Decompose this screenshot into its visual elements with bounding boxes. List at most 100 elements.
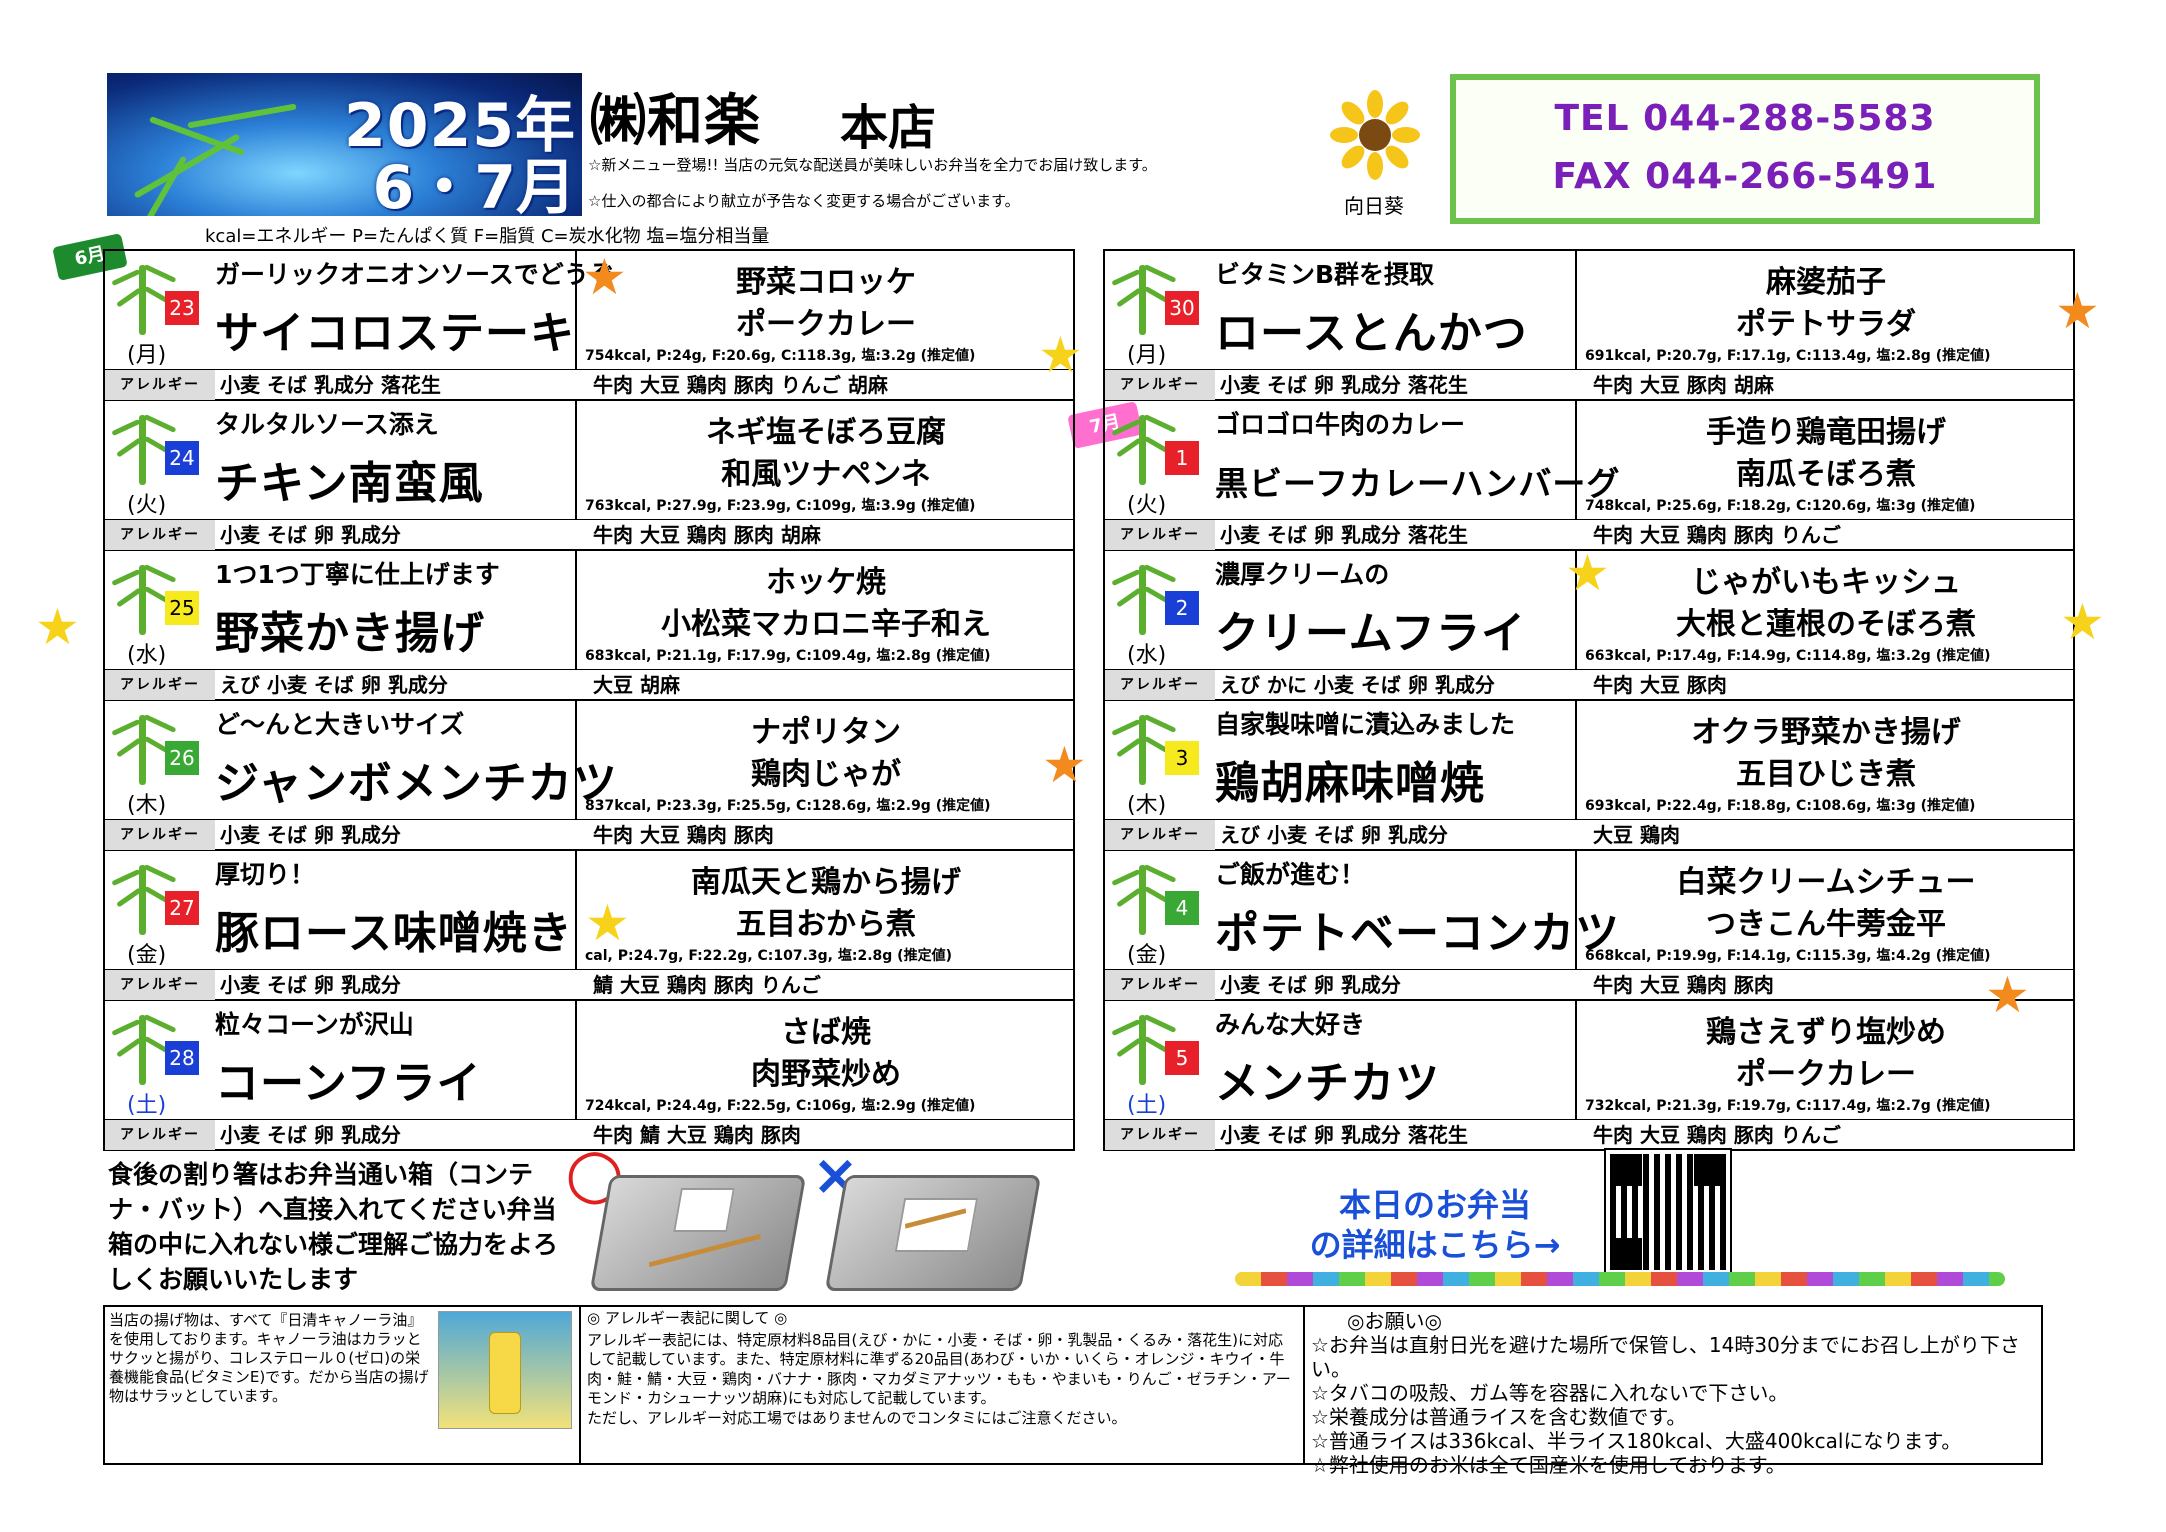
weekday: (火) <box>1127 493 1167 518</box>
request-item: ☆タバコの吸殻、ガム等を容器に入れないで下さい。 <box>1311 1381 1789 1405</box>
allergy-side: 牛肉 大豆 鶏肉 豚肉 胡麻 <box>593 523 821 547</box>
nutrition-info: 748kcal, P:25.6g, F:18.2g, C:120.6g, 塩:3… <box>1585 498 1976 514</box>
allergy-info-text: アレルギー表記には、特定原材料8品目(えび・かに・小麦・そば・卵・乳製品・くるみ… <box>587 1330 1291 1408</box>
allergy-label: アレルギー <box>1105 970 1215 1000</box>
request-item: ☆お弁当は直射日光を避けた場所で保管し、14時30分までにお召し上がり下さい。 <box>1311 1333 2020 1381</box>
nutrition-info: 763kcal, P:27.9g, F:23.9g, C:109g, 塩:3.9… <box>585 498 976 514</box>
tel-number[interactable]: TEL 044-288-5583 <box>1554 98 1936 139</box>
nutrition-info: cal, P:24.7g, F:22.2g, C:107.3g, 塩:2.8g … <box>585 948 952 964</box>
bamboo-icon <box>111 405 183 485</box>
dish-caption: みんな大好き <box>1215 1010 1366 1039</box>
main-dish: メンチカツ <box>1215 1058 1440 1109</box>
dish-caption: 厚切り！ <box>215 860 316 889</box>
weekday: (火) <box>127 493 167 518</box>
allergy-label: アレルギー <box>1105 670 1215 700</box>
nutrition-info: 663kcal, P:17.4g, F:14.9g, C:114.8g, 塩:3… <box>1585 648 1991 664</box>
date-number: 24 <box>165 441 199 475</box>
qr-code[interactable] <box>1604 1148 1732 1276</box>
side-dish-2: 鶏肉じゃが <box>751 757 901 792</box>
menu-table-july: 30 (月) ビタミンB群を摂取 ロースとんかつ 麻婆茄子 ポテトサラダ 691… <box>1103 249 2075 1151</box>
allergy-label: アレルギー <box>105 820 215 850</box>
dish-caption: ガーリックオニオンソースでどうぞ <box>215 260 614 289</box>
nutrition-info: 732kcal, P:21.3g, F:19.7g, C:117.4g, 塩:2… <box>1585 1098 1991 1114</box>
allergy-label: アレルギー <box>1105 820 1215 850</box>
main-dish: 黒ビーフカレーハンバーグ <box>1215 464 1621 503</box>
weekday: (月) <box>127 343 167 368</box>
bamboo-icon <box>111 705 183 785</box>
allergy-side: 牛肉 大豆 鶏肉 豚肉 <box>1593 973 1774 997</box>
day-row: 2 (水) 濃厚クリームの クリームフライ じゃがいもキッシュ 大根と蓮根のそぼ… <box>1105 551 2073 701</box>
container-tray-ok <box>589 1175 807 1291</box>
footer-box: 当店の揚げ物は、すべて『日清キャノーラ油』を使用しております。キャノーラ油はカラ… <box>103 1305 2043 1477</box>
weekday: (月) <box>1127 343 1167 368</box>
allergy-label: アレルギー <box>1105 370 1215 400</box>
side-dish-1: オクラ野菜かき揚げ <box>1691 715 1961 750</box>
bamboo-icon <box>1111 255 1183 335</box>
bamboo-icon <box>1111 555 1183 635</box>
bamboo-icon <box>111 1005 183 1085</box>
requests-list: ☆お弁当は直射日光を避けた場所で保管し、14時30分までにお召し上がり下さい。☆… <box>1305 1333 2041 1477</box>
side-dish-1: ホッケ焼 <box>766 565 886 600</box>
allergy-main: 小麦 そば 卵 乳成分 <box>220 973 401 997</box>
date-number: 27 <box>165 891 199 925</box>
main-dish-cell: 4 (金) ご飯が進む！ ポテトベーコンカツ <box>1105 851 1619 969</box>
side-dish-cell: ホッケ焼 小松菜マカロニ辛子和え 683kcal, P:21.1g, F:17.… <box>577 551 1075 669</box>
bamboo-icon <box>1111 705 1183 785</box>
side-dish-cell: 鶏さえずり塩炒め ポークカレー 732kcal, P:21.3g, F:19.7… <box>1577 1001 2075 1119</box>
side-dish-1: ネギ塩そぼろ豆腐 <box>706 415 946 450</box>
side-dish-1: 鶏さえずり塩炒め <box>1706 1015 1946 1050</box>
side-dish-2: 和風ツナペンネ <box>721 457 931 492</box>
weekday: (土) <box>127 1093 167 1118</box>
allergy-main: えび かに 小麦 そば 卵 乳成分 <box>1220 673 1495 697</box>
date-number: 26 <box>165 741 199 775</box>
main-dish: ポテトベーコンカツ <box>1215 908 1620 959</box>
qr-caption-1: 本日のお弁当 <box>1338 1186 1531 1224</box>
day-row: 5 (土) みんな大好き メンチカツ 鶏さえずり塩炒め ポークカレー 732kc… <box>1105 1001 2075 1150</box>
star-icon: ★ <box>582 248 627 306</box>
allergy-row: アレルギー 小麦 そば 卵 乳成分 牛肉 大豆 鶏肉 豚肉 <box>105 819 1073 850</box>
side-dish-2: 南瓜そぼろ煮 <box>1736 457 1916 492</box>
side-dish-cell: ネギ塩そぼろ豆腐 和風ツナペンネ 763kcal, P:27.9g, F:23.… <box>577 401 1075 519</box>
fax-number: FAX 044-266-5491 <box>1552 156 1938 197</box>
date-number: 28 <box>165 1041 199 1075</box>
main-dish: 野菜かき揚げ <box>215 608 485 659</box>
allergy-main: えび 小麦 そば 卵 乳成分 <box>220 673 448 697</box>
date-number: 3 <box>1165 741 1199 775</box>
side-dish-1: ナポリタン <box>751 715 901 750</box>
oil-info-text: 当店の揚げ物は、すべて『日清キャノーラ油』を使用しております。キャノーラ油はカラ… <box>109 1311 429 1405</box>
allergy-side: 牛肉 大豆 豚肉 胡麻 <box>1593 373 1774 397</box>
day-row: 28 (土) 粒々コーンが沢山 コーンフライ さば焼 肉野菜炒め 724kcal… <box>105 1001 1073 1150</box>
allergy-info-title: ◎ アレルギー表記に関して ◎ <box>587 1309 788 1327</box>
requests-cell: ◎お願い◎ ☆お弁当は直射日光を避けた場所で保管し、14時30分までにお召し上が… <box>1305 1307 2041 1477</box>
main-dish-cell: 1 (火) ゴロゴロ牛肉のカレー 黒ビーフカレーハンバーグ <box>1105 401 1619 519</box>
menu-table-june: 23 (月) ガーリックオニオンソースでどうぞ サイコロステーキ 野菜コロッケ … <box>103 249 1075 1151</box>
nutrition-legend: kcal=エネルギー P=たんぱく質 F=脂質 C=炭水化物 塩=塩分相当量 <box>205 226 770 247</box>
chopsticks-notice: 食後の割り箸はお弁当通い箱（コンテナ・バット）へ直接入れてください弁当箱の中に入… <box>108 1160 559 1294</box>
main-dish-cell: 3 (木) 自家製味噌に漬込みました 鶏胡麻味噌焼 <box>1105 701 1577 819</box>
container-tray-ng <box>824 1175 1042 1291</box>
allergy-main: 小麦 そば 乳成分 落花生 <box>220 373 441 397</box>
allergy-side: 牛肉 大豆 鶏肉 豚肉 <box>593 823 774 847</box>
star-icon: ★ <box>1565 544 1610 602</box>
allergy-main: 小麦 そば 卵 乳成分 <box>220 1123 401 1147</box>
side-dish-cell: 麻婆茄子 ポテトサラダ 691kcal, P:20.7g, F:17.1g, C… <box>1577 251 2075 369</box>
weekday: (金) <box>127 943 167 968</box>
weekday: (水) <box>127 643 167 668</box>
main-dish: 豚ロース味噌焼き <box>215 908 573 959</box>
main-dish: チキン南蛮風 <box>215 458 484 509</box>
request-item: ☆普通ライスは336kcal、半ライス180kcal、大盛400kcalになりま… <box>1311 1429 1962 1453</box>
paper-chain-decoration <box>1235 1272 2005 1286</box>
day-row: 1 (火) ゴロゴロ牛肉のカレー 黒ビーフカレーハンバーグ 手造り鶏竜田揚げ 南… <box>1105 401 2073 551</box>
main-dish: クリームフライ <box>1215 608 1527 659</box>
allergy-row: アレルギー 小麦 そば 卵 乳成分 落花生 牛肉 大豆 鶏肉 豚肉 りんご <box>1105 519 2073 550</box>
side-dish-cell: 手造り鶏竜田揚げ 南瓜そぼろ煮 748kcal, P:25.6g, F:18.2… <box>1577 401 2075 519</box>
nutrition-info: 837kcal, P:23.3g, F:25.5g, C:128.6g, 塩:2… <box>585 798 991 814</box>
allergy-label: アレルギー <box>105 520 215 550</box>
weekday: (木) <box>127 793 167 818</box>
date-number: 25 <box>165 591 199 625</box>
allergy-side: 牛肉 大豆 鶏肉 豚肉 りんご <box>1593 1123 1841 1147</box>
main-dish-cell: 28 (土) 粒々コーンが沢山 コーンフライ <box>105 1001 577 1119</box>
main-dish-cell: 30 (月) ビタミンB群を摂取 ロースとんかつ <box>1105 251 1577 369</box>
main-dish: サイコロステーキ <box>215 308 575 359</box>
bamboo-icon <box>1111 855 1183 935</box>
